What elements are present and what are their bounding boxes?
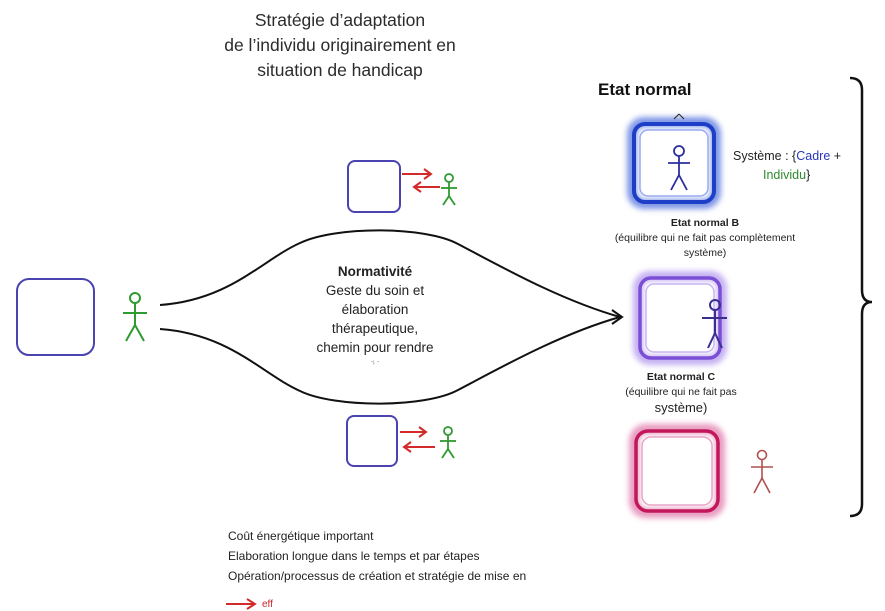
diagram-title: Stratégie d’adaptation de l’individu ori… (150, 8, 530, 83)
cloud-heading: Normativité (337, 264, 413, 279)
system-individu: Individu (763, 168, 807, 182)
system-formula: Système : {Cadre + (733, 149, 841, 163)
title-line-3: situation de handicap (257, 60, 423, 80)
system-plus: + (830, 149, 842, 163)
etat-b-caption: Etat normal B (équilibre qui ne fait pas… (596, 216, 814, 261)
state-c-glow (629, 424, 725, 518)
state-a-cadre (632, 122, 716, 204)
cloud-line-3: thérapeutique, (331, 321, 419, 336)
upper-effort-arrows (402, 168, 440, 193)
lower-effort-arrows (400, 426, 435, 453)
etat-c-caption: Etat normal C (équilibre qui ne fait pas… (596, 370, 766, 415)
cloud-line-5: ·ᵢ · (370, 357, 380, 366)
lower-individu-figure (440, 426, 456, 459)
etat-c-desc-1: (équilibre qui ne fait pas (625, 386, 737, 398)
note-line-3: Opération/processus de création et strat… (228, 569, 527, 583)
cloud-line-4: chemin pour rendre (316, 340, 434, 355)
note-line-1: Coût énergétique important (228, 529, 374, 543)
etat-normal-label: Etat normal (598, 80, 692, 99)
system-suffix: } (806, 168, 811, 182)
normativity-cloud (159, 229, 624, 405)
cloud-arrow-head (611, 309, 624, 325)
cloud-line-1: Geste du soin et (325, 283, 425, 298)
etat-b-desc-1: (équilibre qui ne fait pas complètement (614, 232, 796, 244)
note-line-2: Elaboration longue dans le temps et par … (228, 549, 480, 563)
cloud-line-2: élaboration (341, 302, 409, 317)
upper-individu-figure (441, 173, 457, 206)
legend-effort-arrow (226, 598, 257, 610)
state-c-cadre (634, 429, 720, 513)
initial-cadre (16, 278, 95, 356)
state-a-individu-figure (668, 145, 690, 191)
state-a-caret-2 (678, 113, 685, 120)
lower-cadre (346, 415, 398, 467)
initial-individu-figure (123, 292, 147, 342)
right-brace (849, 76, 873, 518)
state-c-cadre-inner (641, 436, 713, 506)
notes-block: Coût énergétique important Elaboration l… (228, 526, 526, 586)
system-cadre: Cadre (796, 149, 831, 163)
legend-arrow-label: eff (262, 599, 273, 610)
title-line-2: de l’individu originairement en (224, 35, 456, 55)
state-b-individu-figure (702, 299, 727, 349)
system-prefix: Système : { (733, 149, 797, 163)
etat-c-label: Etat normal C (646, 371, 716, 383)
state-c-individu-figure (751, 449, 773, 494)
etat-c-desc-2: système) (654, 400, 708, 415)
state-a-caret (673, 113, 680, 120)
etat-b-label: Etat normal B (670, 217, 740, 229)
upper-cadre (347, 160, 401, 213)
system-formula-line2: Individu} (763, 168, 810, 182)
etat-b-desc-2: système) (683, 247, 727, 259)
title-line-1: Stratégie d’adaptation (254, 10, 426, 30)
cloud-text: Normativité Geste du soin et élaboration… (300, 262, 450, 367)
